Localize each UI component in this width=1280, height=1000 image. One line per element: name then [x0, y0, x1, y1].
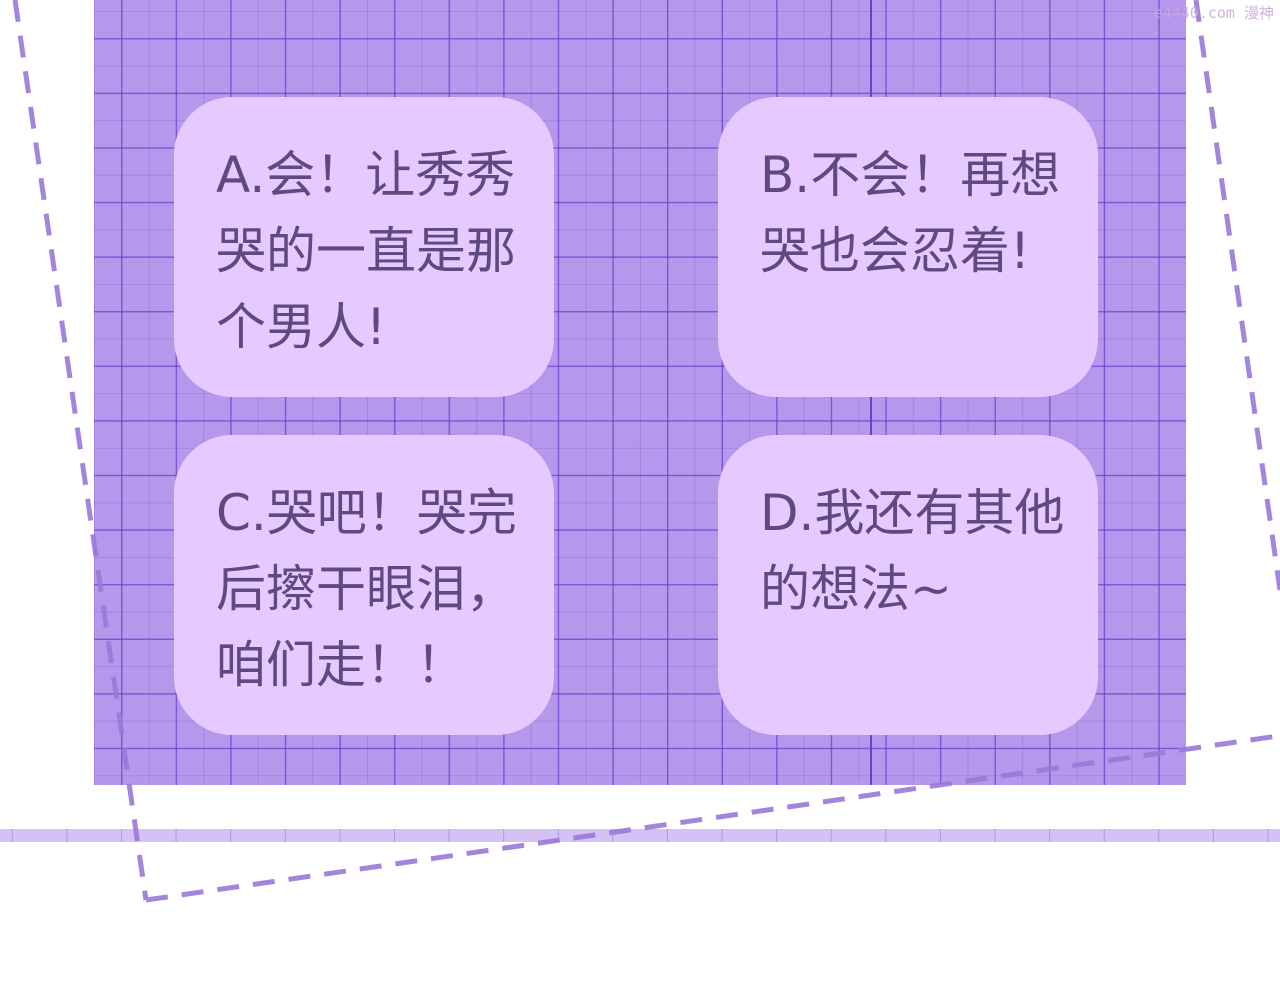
option-c-card[interactable]: C.哭吧！哭完 后擦干眼泪， 咱们走！！	[174, 435, 554, 735]
option-text-line: 哭也会忍着!	[760, 222, 1031, 280]
option-a-card[interactable]: A.会！让秀秀 哭的一直是那 个男人!	[174, 97, 554, 397]
option-text-line: A.会！让秀秀	[216, 146, 516, 204]
option-b-card[interactable]: B.不会！再想 哭也会忍着!	[718, 97, 1098, 397]
option-text-line: 咱们走！！	[216, 636, 466, 694]
light-strip	[0, 829, 1280, 842]
option-text-line: 后擦干眼泪，	[216, 560, 516, 618]
watermark: e4440.com 漫神	[1153, 4, 1274, 22]
option-text-line: C.哭吧！哭完	[216, 484, 517, 542]
option-d-card[interactable]: D.我还有其他 的想法~	[718, 435, 1098, 735]
option-text-line: B.不会！再想	[760, 146, 1061, 204]
option-text-line: 的想法~	[760, 560, 952, 618]
option-text-line: 哭的一直是那	[216, 222, 516, 280]
option-text-line: D.我还有其他	[760, 484, 1065, 542]
option-text-line: 个男人!	[216, 298, 387, 356]
